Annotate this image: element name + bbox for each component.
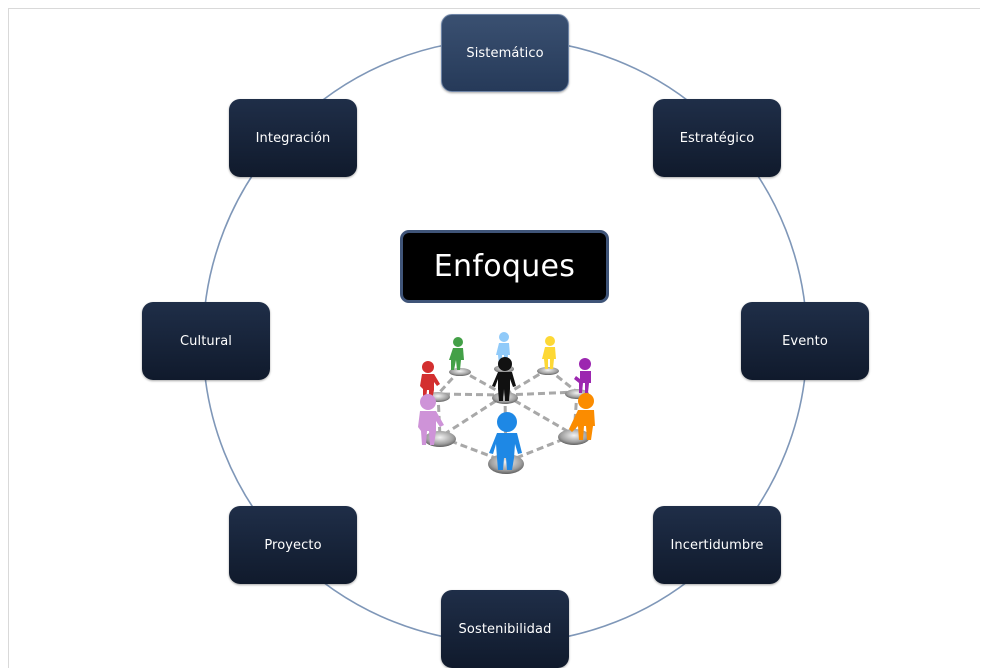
node-label: Estratégico — [679, 130, 755, 146]
node-label: Cultural — [180, 333, 232, 349]
figure-blue — [489, 412, 522, 470]
node-evento: Evento — [741, 302, 869, 380]
node-incertidumbre: Incertidumbre — [653, 506, 781, 584]
figure-black — [492, 357, 516, 401]
node-label: Incertidumbre — [670, 537, 764, 553]
figure-pink — [418, 394, 444, 445]
figure-orange — [569, 393, 595, 440]
figure-yellow — [542, 336, 556, 369]
node-proyecto: Proyecto — [229, 506, 357, 584]
figure-purple — [574, 358, 591, 393]
node-sostenibilidad: Sostenibilidad — [441, 590, 569, 668]
figure-green — [449, 337, 464, 370]
node-label: Integración — [255, 130, 331, 146]
people-network-icon — [418, 332, 595, 474]
node-label: Sostenibilidad — [458, 621, 552, 637]
node-estrategico: Estratégico — [653, 99, 781, 177]
node-label: Proyecto — [264, 537, 322, 553]
figure-red — [420, 361, 440, 400]
node-cultural: Cultural — [142, 302, 270, 380]
node-label: Evento — [782, 333, 828, 349]
node-integracion: Integración — [229, 99, 357, 177]
center-title-text: Enfoques — [433, 249, 576, 284]
node-label: Sistemático — [466, 45, 544, 61]
node-sistematico: Sistemático — [441, 14, 569, 92]
center-title: Enfoques — [400, 230, 609, 303]
